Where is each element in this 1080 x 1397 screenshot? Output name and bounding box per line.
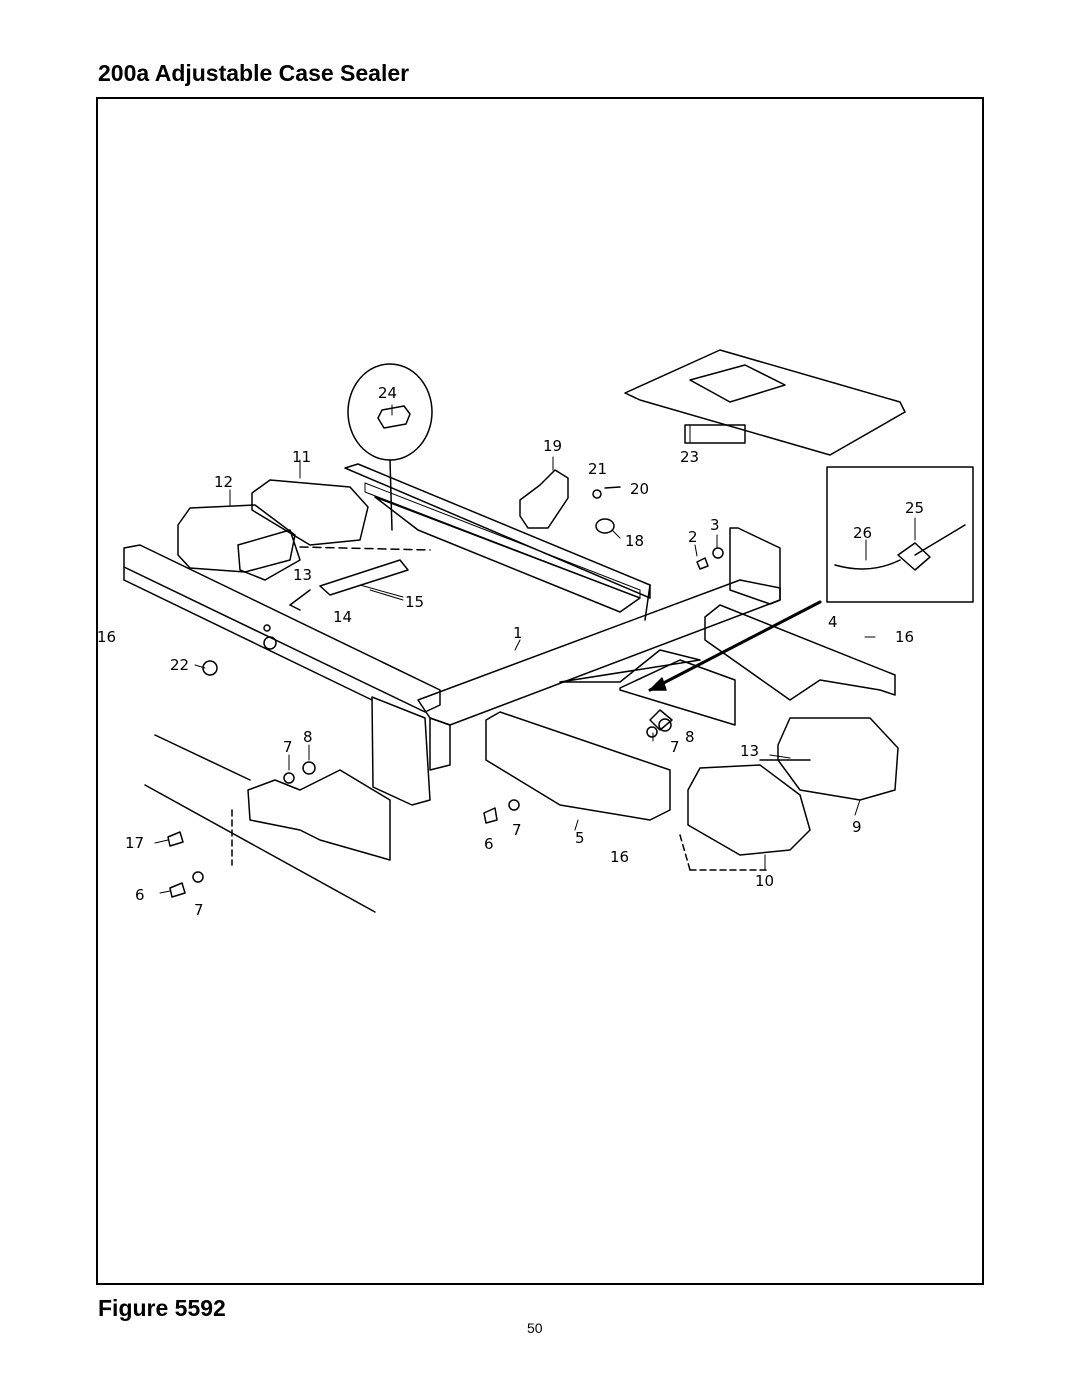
callout-20: 20 (630, 480, 649, 498)
page-number: 50 (527, 1320, 543, 1336)
top-plate-part (624, 349, 906, 456)
callout-5: 5 (575, 829, 585, 847)
left-roller-assembly (177, 479, 431, 611)
callout-7-c: 7 (512, 821, 522, 839)
callout-15: 15 (405, 593, 424, 611)
callout-8-a: 8 (303, 728, 313, 746)
sensor-inset (648, 466, 974, 692)
callout-9: 9 (852, 818, 862, 836)
callout-17: 17 (125, 834, 144, 852)
callout-26: 26 (853, 524, 872, 542)
callout-6-a: 6 (484, 835, 494, 853)
callout-18: 18 (625, 532, 644, 550)
callout-4: 4 (828, 613, 838, 631)
callout-25: 25 (905, 499, 924, 517)
callout-8-b: 8 (685, 728, 695, 746)
callout-labels: 24 19 21 20 23 11 12 18 2 3 25 26 13 14 … (97, 384, 924, 919)
fasteners (167, 547, 724, 898)
callout-7-d: 7 (194, 901, 204, 919)
callout-1: 1 (513, 624, 523, 642)
page-title: 200a Adjustable Case Sealer (98, 60, 410, 86)
part-24-inset (347, 363, 433, 531)
callout-10: 10 (755, 872, 774, 890)
callout-7-b: 7 (670, 738, 680, 756)
conveyor-bed (144, 734, 391, 913)
callout-11: 11 (292, 448, 311, 466)
figure-caption: Figure 5592 (98, 1295, 226, 1321)
callout-22: 22 (170, 656, 189, 674)
callout-16-bottom: 16 (610, 848, 629, 866)
callout-2: 2 (688, 528, 698, 546)
callout-7-a: 7 (283, 738, 293, 756)
leader-lines (154, 404, 916, 894)
callout-24: 24 (378, 384, 397, 402)
callout-6-b: 6 (135, 886, 145, 904)
callout-16-right: 16 (895, 628, 914, 646)
lower-guide-part (485, 709, 673, 821)
right-guide-part (619, 604, 896, 726)
main-frame-part (344, 463, 781, 806)
diagram-frame (96, 97, 984, 1285)
callout-21: 21 (588, 460, 607, 478)
callout-16-left: 16 (97, 628, 116, 646)
callout-13-right: 13 (740, 742, 759, 760)
callout-19: 19 (543, 437, 562, 455)
callout-13: 13 (293, 566, 312, 584)
left-side-rail (123, 544, 441, 713)
callout-14: 14 (333, 608, 352, 626)
callout-23: 23 (680, 448, 699, 466)
bracket-part (519, 469, 621, 534)
callout-12: 12 (214, 473, 233, 491)
callout-3: 3 (710, 516, 720, 534)
right-roller-assembly (679, 717, 899, 871)
